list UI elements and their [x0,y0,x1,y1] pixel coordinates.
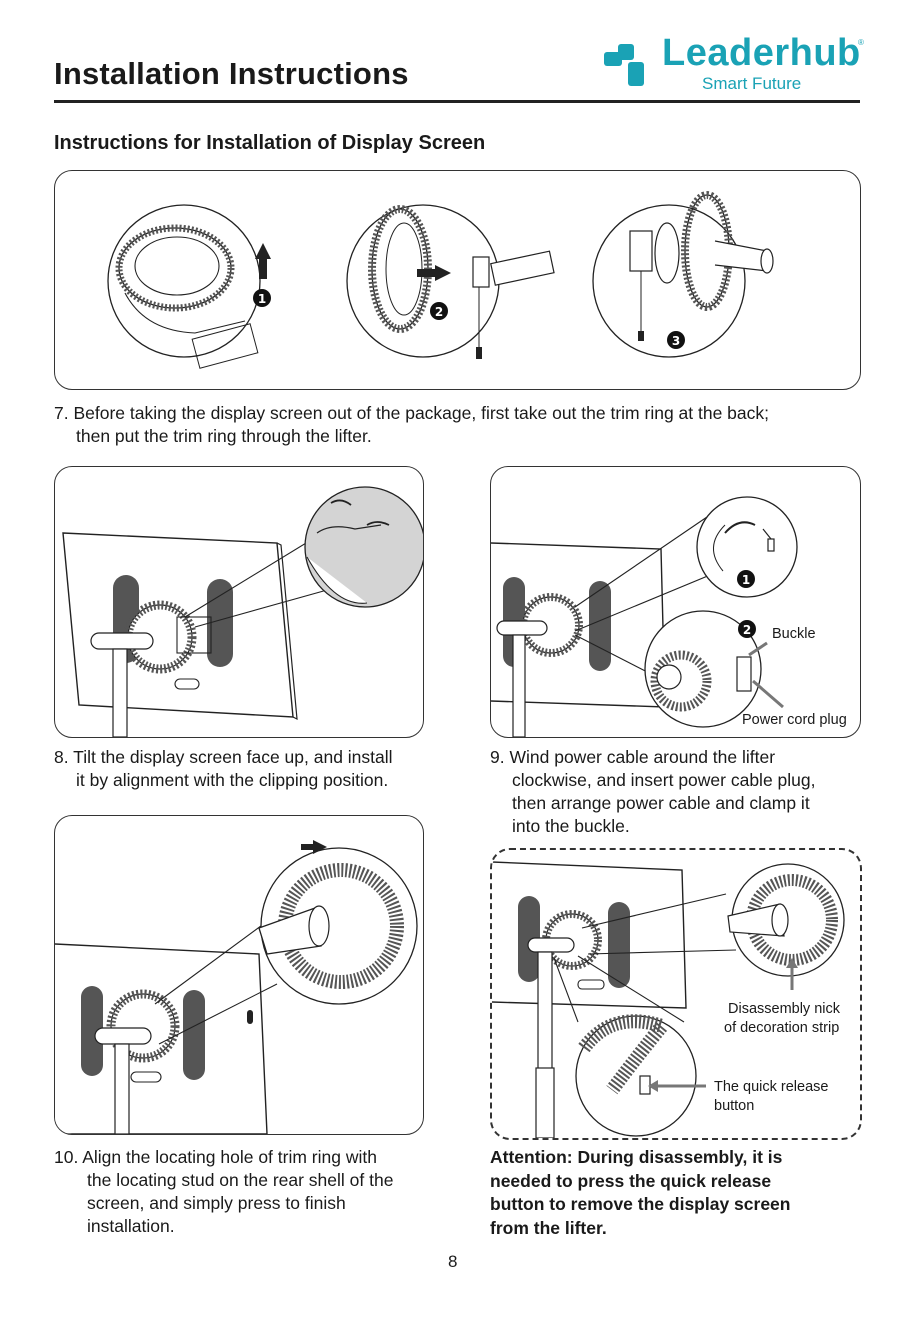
registered-mark: ® [858,38,864,47]
callout-nick-line-1: Disassembly nick [728,1001,840,1017]
callout-power-cord-plug: Power cord plug [742,712,847,728]
step-8-text: 8. Tilt the display screen face up, and … [54,746,474,792]
badge-9-2: 2 [743,623,751,637]
step-10-text: 10. Align the locating hole of trim ring… [54,1146,474,1238]
quick-release-illustration [492,861,845,1138]
callout-release-line-2: button [714,1098,755,1114]
page-title: Installation Instructions [54,56,409,91]
brand-tagline: Smart Future [702,74,802,93]
attention-line-3: button to remove the display screen [490,1194,791,1214]
step-7-text: 7. Before taking the display screen out … [54,402,884,448]
power-cable-illustration: 1 2 [491,496,798,737]
step-9-line-2: clockwise, and insert power cable plug, [512,770,816,790]
step-7-line-2: then put the trim ring through the lifte… [76,426,372,446]
attention-line-4: from the lifter. [490,1217,607,1238]
step-7-number: 7. [54,403,69,423]
tilt-display-illustration [62,486,423,737]
attention-line-2: needed to press the quick release [490,1170,772,1191]
callout-nick-line-2: of decoration strip [724,1020,840,1036]
panel-step-10-illustration [54,815,424,1135]
panel-step-9-illustration: 1 2 Buckle Power cord plug [490,466,861,738]
trim-ring-alignment-illustration [55,840,418,1134]
badge-2: 2 [435,305,443,319]
step-8-line-1: Tilt the display screen face up, and ins… [73,747,393,767]
header-rule [54,100,860,103]
callout-release-line-1: The quick release [714,1079,829,1095]
step-9-line-3: then arrange power cable and clamp it [512,793,810,813]
attention-line-1: Attention: During disassembly, it is [490,1147,783,1167]
page-number: 8 [448,1252,458,1271]
brand-logo: Leaderhub ® Smart Future [602,32,872,96]
trim-ring-removal-illustration: 1 2 3 [107,191,774,369]
step-8-number: 8. [54,747,69,767]
section-title: Instructions for Installation of Display… [54,132,486,154]
leaderhub-logo-icon [604,44,644,86]
panel-disassembly-illustration: Disassembly nick of decoration strip The… [490,848,862,1140]
callout-buckle: Buckle [772,626,816,642]
step-7-line-1: Before taking the display screen out of … [73,403,770,423]
brand-name: Leaderhub [662,32,861,74]
step-10-number: 10. [54,1147,79,1167]
step-9-line-4: into the buckle. [512,816,630,836]
step-10-line-2: the locating stud on the rear shell of t… [87,1170,394,1190]
step-9-number: 9. [490,747,505,767]
step-8-line-2: it by alignment with the clipping positi… [76,770,389,790]
step-10-line-4: installation. [87,1216,175,1236]
step-9-text: 9. Wind power cable around the lifter cl… [490,746,890,838]
badge-9-1: 1 [742,573,750,587]
step-10-line-1: Align the locating hole of trim ring wit… [82,1147,377,1167]
badge-3: 3 [672,334,680,348]
step-10-line-3: screen, and simply press to finish [87,1193,346,1213]
attention-note: Attention: During disassembly, it is nee… [490,1146,890,1240]
badge-1: 1 [258,292,266,306]
panel-step-8-illustration [54,466,424,738]
panel-step-7-illustration: 1 2 3 [54,170,861,390]
step-9-line-1: Wind power cable around the lifter [509,747,776,767]
